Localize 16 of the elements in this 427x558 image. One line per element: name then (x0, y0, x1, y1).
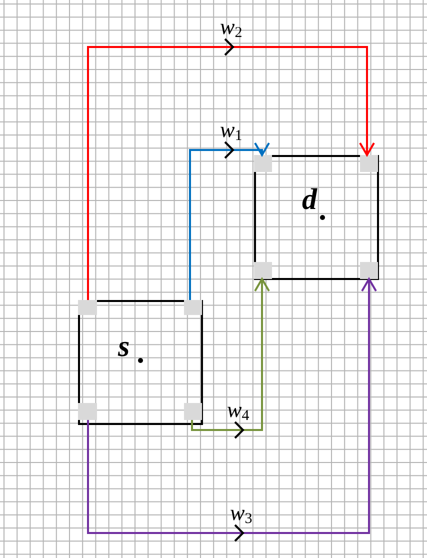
region-label: s (118, 332, 130, 362)
corner-square (78, 403, 97, 420)
corner-square (78, 300, 97, 315)
square-region (78, 300, 203, 425)
edge-label: w$_{1}$ (219, 119, 244, 146)
square-region (254, 155, 379, 280)
corner-square (254, 262, 272, 279)
edge-label: w$_{4}$ (226, 399, 250, 426)
edge-label: w$_{3}$ (229, 502, 254, 529)
corner-square (184, 300, 202, 315)
corner-square (254, 155, 272, 172)
corner-square (360, 155, 378, 172)
edge-label: w$_{2}$ (219, 16, 244, 43)
region-label: d (302, 185, 317, 215)
corner-square (184, 403, 202, 420)
corner-square (360, 262, 378, 279)
